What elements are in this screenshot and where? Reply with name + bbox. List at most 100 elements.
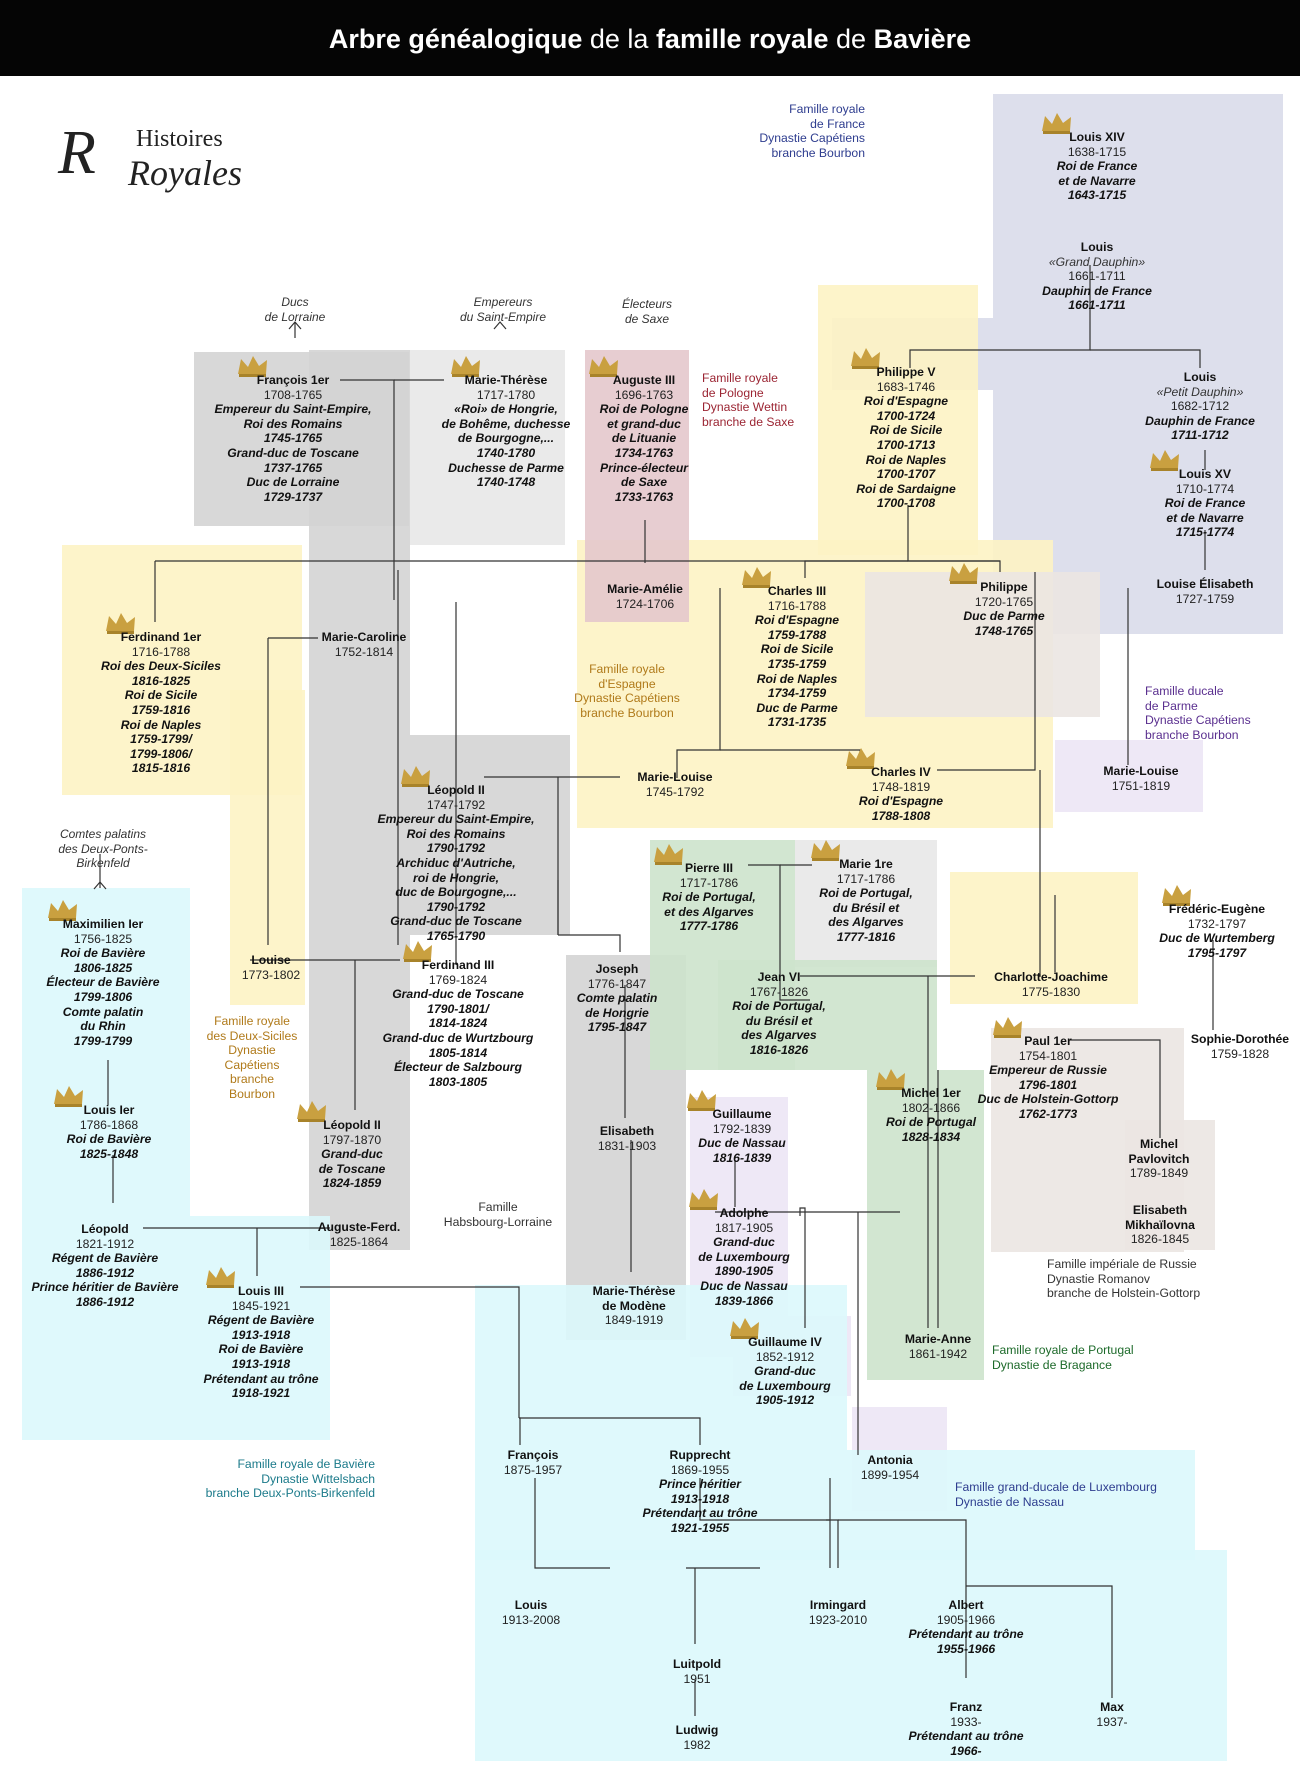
person-title: Roi de Bavière	[66, 1132, 152, 1147]
person-dates: 1756-1825	[73, 931, 133, 946]
person-name: Maximilien Ier	[62, 917, 144, 931]
family-caption-line: branche de Holstein-Gottorp	[1047, 1286, 1201, 1301]
person-title: 1955-1966	[936, 1641, 996, 1656]
crown-icon	[654, 844, 683, 865]
person-title: 1921-1955	[670, 1520, 730, 1535]
person-name: Mikhaïlovna	[1125, 1217, 1195, 1232]
person-name: Marie-Anne	[904, 1332, 972, 1346]
person-dates: 1720-1765	[974, 594, 1034, 609]
person-title: 1735-1759	[767, 656, 827, 671]
person-augusteferd: Auguste-Ferd.1825-1864	[318, 1220, 401, 1249]
person-title: Roi de Naples	[756, 671, 838, 686]
family-caption-line: des Deux-Siciles	[206, 1028, 298, 1043]
person-title: 1759-1788	[767, 627, 827, 642]
person-title: Grand-duc de Wurtzbourg	[382, 1030, 534, 1045]
person-title: Roi de Sardaigne	[856, 481, 956, 496]
person-dates: 1913-2008	[501, 1612, 561, 1627]
logo-line-1: Histoires	[136, 126, 223, 152]
person-title: Roi d'Espagne	[858, 794, 944, 809]
person-title: des Algarves	[828, 915, 904, 930]
family-caption-line: Dynastie Capétiens	[574, 691, 680, 706]
person-title: et de Navarre	[1166, 510, 1244, 525]
person-dates: 1852-1912	[755, 1349, 815, 1364]
external-arrow-1	[493, 321, 507, 330]
logo-line-2: Royales	[128, 153, 242, 193]
crown-icon	[297, 1101, 326, 1122]
person-title: et grand-duc	[607, 416, 681, 431]
person-title: 1886-1912	[75, 1294, 135, 1309]
family-caption-line: de Parme	[1145, 698, 1198, 713]
family-region-2	[818, 285, 978, 555]
person-title: roi de Hongrie,	[413, 870, 499, 885]
person-name: Léopold II	[323, 1118, 381, 1132]
person-title: «Roi» de Hongrie,	[454, 402, 558, 417]
person-title: Prétendant au trône	[908, 1729, 1024, 1744]
crown-icon	[811, 840, 840, 861]
family-regions	[22, 94, 1283, 1761]
person-name: Elisabeth	[599, 1124, 655, 1138]
person-name: Louis	[1183, 370, 1217, 384]
person-title: 1748-1765	[974, 623, 1034, 638]
crown-icon	[1162, 885, 1191, 906]
family-caption-line: branche Bourbon	[771, 145, 865, 160]
person-title: 1825-1848	[79, 1146, 139, 1161]
family-region-25	[190, 1216, 330, 1440]
person-name: Ferdinand III	[421, 958, 495, 972]
family-region-11	[410, 350, 565, 545]
person-name: Charlotte-Joachime	[994, 970, 1108, 984]
person-dates: 1717-1786	[679, 875, 739, 890]
relation-line-48	[534, 1478, 610, 1569]
person-title: Duc de Wurtemberg	[1159, 931, 1275, 946]
person-name: Max	[1100, 1700, 1124, 1714]
person-title: 1816-1825	[131, 673, 191, 688]
crown-icon	[689, 1189, 718, 1210]
person-title: de Luxembourg	[698, 1249, 790, 1264]
title-part-2: de la	[582, 24, 656, 54]
histoires-royales-logo: R Histoires Royales	[58, 119, 242, 193]
external-dynasty-line: Électeurs	[621, 297, 673, 311]
person-title: 1790-1792	[426, 899, 486, 914]
person-name: Louise Élisabeth	[1156, 577, 1254, 591]
person-title: Roi de Portugal,	[732, 999, 826, 1014]
family-caption-line: Famille ducale	[1145, 684, 1224, 698]
person-title: 1661-1711	[1068, 298, 1126, 313]
person-title: 1814-1824	[428, 1016, 488, 1031]
person-name: Pierre III	[684, 861, 734, 875]
person-title: Régent de Bavière	[51, 1251, 159, 1266]
person-dates: 1982	[683, 1737, 711, 1752]
family-caption-line: Famille impériale de Russie	[1047, 1257, 1197, 1271]
person-title: Grand-duc de Toscane	[390, 914, 522, 929]
person-title: Roi de Naples	[120, 717, 202, 732]
person-name: Frédéric-Eugène	[1168, 902, 1266, 916]
person-title: du Brésil et	[832, 900, 900, 915]
person-title: 1731-1735	[767, 715, 827, 730]
person-name: Auguste III	[612, 373, 676, 387]
person-name: Léopold	[81, 1222, 129, 1236]
person-dates: 1826-1845	[1130, 1232, 1190, 1247]
person-title: 1700-1713	[876, 437, 936, 452]
crown-icon	[1150, 450, 1179, 471]
person-dates: 1724-1706	[615, 596, 675, 611]
external-dynasty-line: de Saxe	[624, 311, 670, 326]
person-title: de Bohême, duchesse	[441, 416, 571, 431]
person-title: Grand-duc	[713, 1235, 775, 1250]
person-title: Régent de Bavière	[207, 1313, 315, 1328]
crown-icon	[730, 1318, 759, 1339]
person-title: Roi de Sicile	[760, 642, 834, 657]
family-caption-line: Dynastie	[228, 1043, 276, 1058]
title-banner: Arbre généalogique de la famille royale …	[0, 0, 1300, 76]
